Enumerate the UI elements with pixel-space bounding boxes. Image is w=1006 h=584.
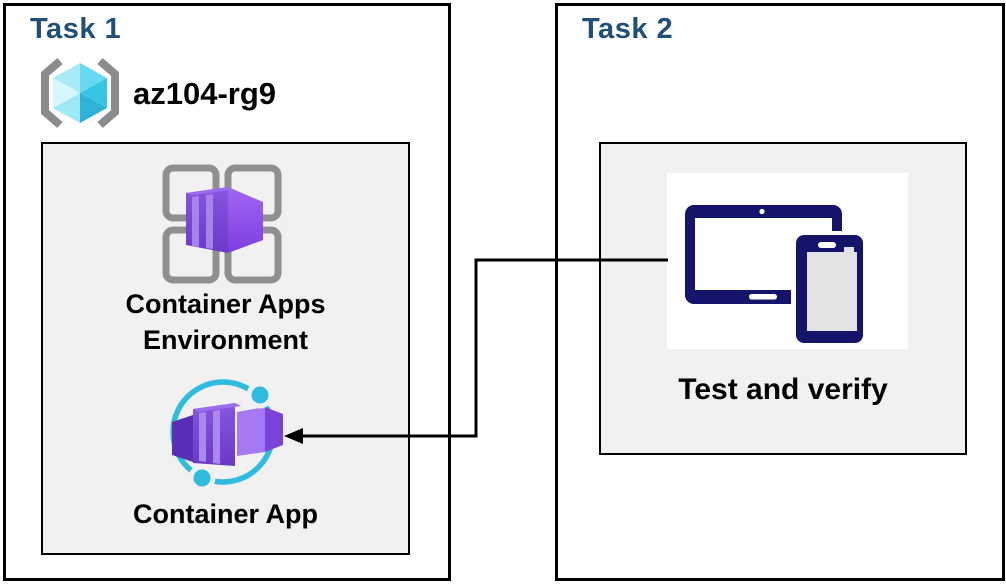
resource-group-icon bbox=[41, 57, 119, 129]
environment-label-line2: Environment bbox=[142, 325, 309, 355]
tablet-and-phone-icon bbox=[685, 205, 868, 347]
environment-label: Container Apps Environment bbox=[43, 286, 408, 358]
task1-box: Task 1 az104-rg9 bbox=[3, 3, 451, 581]
task1-inner-box: Container Apps Environment Container App bbox=[41, 142, 410, 555]
environment-label-line1: Container Apps bbox=[125, 289, 326, 319]
resource-group-name: az104-rg9 bbox=[133, 76, 277, 111]
task2-inner-box: Test and verify bbox=[599, 142, 967, 455]
task2-box: Task 2 Test and verify bbox=[555, 3, 1005, 581]
container-app-icon bbox=[170, 379, 283, 492]
container-app-label: Container App bbox=[133, 499, 318, 529]
container-apps-environment-icon bbox=[162, 164, 282, 284]
task1-title: Task 1 bbox=[30, 13, 122, 45]
task2-title: Task 2 bbox=[582, 13, 674, 45]
test-and-verify-label: Test and verify bbox=[678, 373, 888, 406]
device-plate bbox=[667, 173, 908, 349]
